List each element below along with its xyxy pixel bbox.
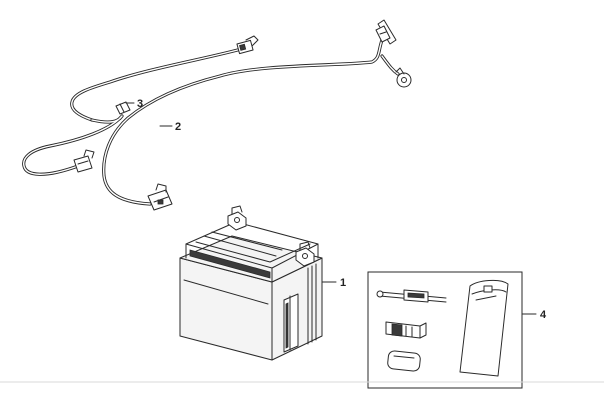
main-cable-top-bracket [375,19,397,45]
battery-terminal-right [295,241,315,267]
callout-1: 1 [340,277,346,289]
main-cable-lower-connector [147,183,173,211]
battery-strap [376,289,447,303]
secondary-cable[interactable] [22,35,259,176]
battery-terminal-left [227,205,247,231]
callout-3: 3 [137,98,143,110]
leader-lines [125,102,537,315]
main-cable[interactable] [102,19,412,211]
secondary-cable-lower-connector [73,149,95,173]
callout-2: 2 [175,121,181,133]
callout-4: 4 [540,309,547,321]
accessory-kit[interactable] [367,271,523,389]
terminal-cap [387,350,421,372]
secondary-cable-sleeve [115,101,131,115]
battery[interactable] [179,205,323,361]
tool-pouch [459,279,509,377]
main-cable-ring-terminal [395,67,412,88]
fuse [385,321,427,339]
secondary-cable-upper-connector [236,35,259,55]
